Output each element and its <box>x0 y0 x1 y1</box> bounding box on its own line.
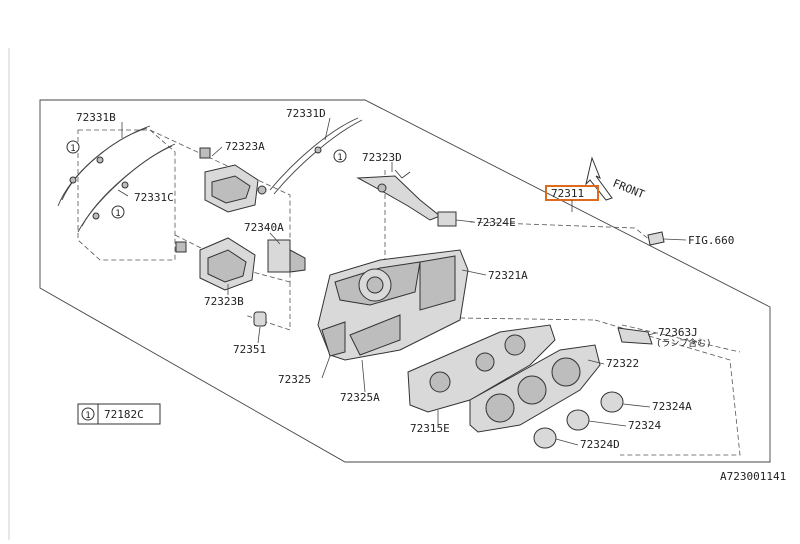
grommet-72351 <box>253 311 267 327</box>
callout-marker: 1 <box>111 205 125 219</box>
part-label-72324d: 72324D <box>580 438 620 451</box>
part-label-72324e: 72324E <box>476 216 516 229</box>
part-label-72324a: 72324A <box>652 400 692 413</box>
cable-clip <box>92 212 100 220</box>
bezel-72315e <box>407 324 556 413</box>
svg-text:1: 1 <box>337 153 342 163</box>
knob-group-frame <box>594 319 741 456</box>
part-label-72331c: 72331C <box>134 191 174 204</box>
part-label-72331d: 72331D <box>286 107 326 120</box>
part-label-72323a: 72323A <box>225 140 265 153</box>
cable-72331c-b <box>81 143 176 227</box>
callout-marker: 1 <box>333 149 347 163</box>
part-label-72331b: 72331B <box>76 111 116 124</box>
part-label-72325a: 72325A <box>340 391 380 404</box>
lever-72323d <box>356 169 441 221</box>
part-label-72325: 72325 <box>278 373 311 386</box>
cable-clip <box>96 156 104 164</box>
legend-part: 72182C <box>104 408 144 421</box>
motor-72340a <box>267 239 306 273</box>
part-label-72323d: 72323D <box>362 151 402 164</box>
lamp-72363j <box>617 327 653 345</box>
cable-clip <box>314 146 322 154</box>
legend: 1 72182C <box>77 403 161 425</box>
part-label-72323b: 72323B <box>204 295 244 308</box>
part-label-72351: 72351 <box>233 343 266 356</box>
knob-72324d <box>533 427 557 449</box>
part-note-72363j: (ランプ含む) <box>656 337 712 349</box>
group-dash-3 <box>244 282 291 331</box>
cable-clip <box>121 181 129 189</box>
legend-marker: 1 <box>85 411 90 421</box>
fig-ref-label: FIG.660 <box>688 234 734 247</box>
svg-text:1: 1 <box>70 144 75 154</box>
assembly-outline <box>39 99 771 463</box>
cable-72331d-b <box>273 119 363 195</box>
svg-text:1: 1 <box>115 209 120 219</box>
knob-72324a <box>600 391 624 413</box>
group-dash-7 <box>621 324 741 353</box>
cable-72331c <box>77 145 173 233</box>
knob-72324 <box>566 409 590 431</box>
part-label-72363j: 72363J <box>658 326 698 339</box>
part-label-72311: 72311 <box>551 187 584 200</box>
cable-72331d <box>269 117 359 191</box>
actuator-72323a <box>199 147 267 213</box>
screw-fig660 <box>647 231 665 246</box>
actuator-72323b <box>175 237 256 291</box>
group-dash-6 <box>459 317 596 321</box>
leader-lines <box>117 117 687 446</box>
part-label-72315e: 72315E <box>410 422 450 435</box>
part-label-72340a: 72340A <box>244 221 284 234</box>
part-label-72322: 72322 <box>606 357 639 370</box>
figure-code: A723001141 <box>720 470 786 483</box>
group-dash-5 <box>469 221 651 241</box>
callout-marker: 1 <box>66 140 80 154</box>
part-label-72321a: 72321A <box>488 269 528 282</box>
cable-clip <box>69 176 77 184</box>
panel-72322 <box>469 344 601 433</box>
front-arrow-icon <box>585 156 613 201</box>
group-dash-2 <box>174 234 291 283</box>
part-label-72324: 72324 <box>628 419 661 432</box>
switch-72324e <box>437 211 457 227</box>
housing-72321a <box>317 249 469 361</box>
cable-72331b-b <box>61 125 151 201</box>
front-label: FRONT <box>611 177 647 202</box>
